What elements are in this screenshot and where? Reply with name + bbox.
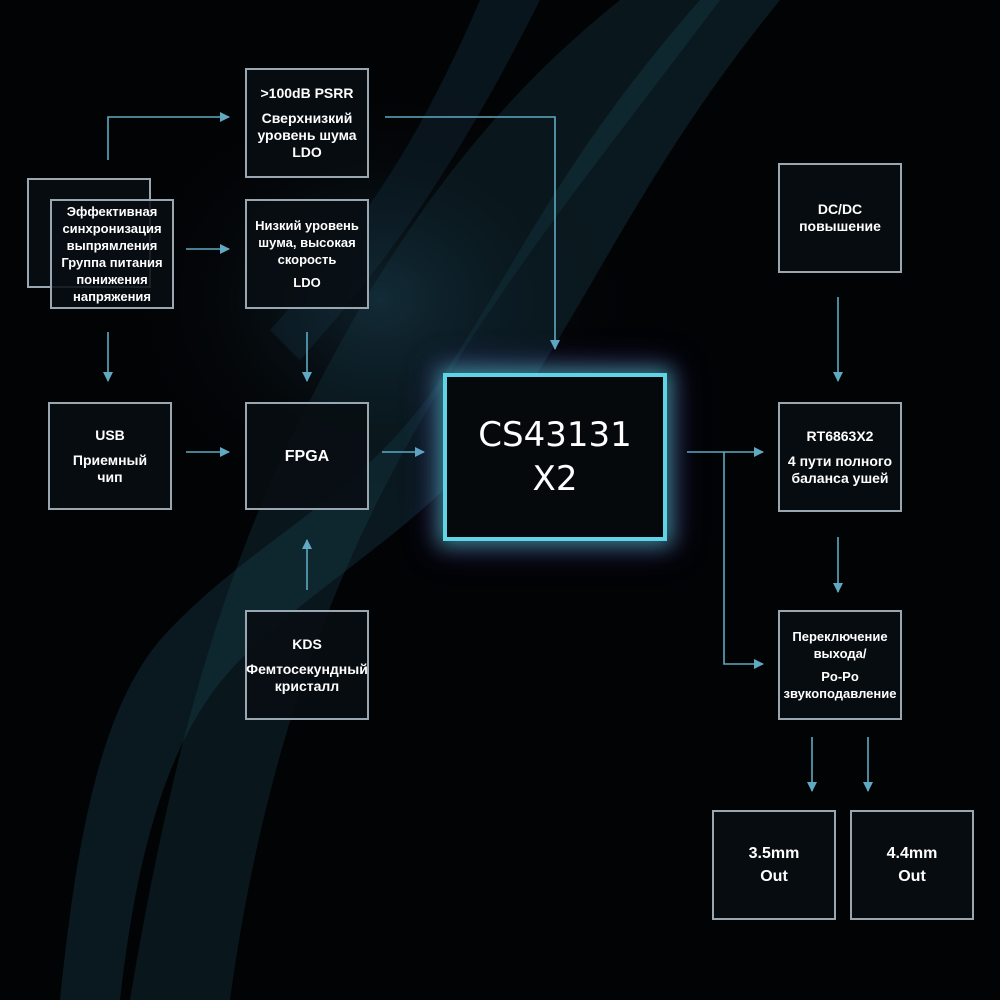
dcdc-line-1: DC/DC [817,201,863,217]
fast-ldo-line-3: скорость [277,252,337,267]
usb-line-2: чип [97,468,123,485]
psrr-ldo-box: >100dB PSRR Сверхнизкий уровень шума LDO [245,68,369,178]
psrr-ldo-line-1: Сверхнизкий [261,110,353,126]
out44-line-2: Out [898,868,926,885]
fast-ldo-line-1: Низкий уровень [255,218,359,233]
dcdc-line-2: повышение [799,218,881,234]
amp-rt6863-box: RT6863X2 4 пути полного баланса ушей [778,402,902,512]
switch-line-4: звукоподавление [783,686,897,701]
kds-crystal-box: KDS Фемтосекундный кристалл [245,610,369,720]
usb-head: USB [95,426,125,443]
fpga-label: FPGA [284,447,330,465]
rectifier-line-2: синхронизация [62,221,162,236]
fast-ldo-box: Низкий уровень шума, высокая скорость LD… [245,199,369,309]
out35-line-1: 3.5mm [748,845,800,862]
switch-line-3: Po-Po [821,669,859,684]
amp-line-2: баланса ушей [791,469,889,486]
amp-head: RT6863X2 [806,427,874,444]
usb-line-1: Приемный [72,451,148,468]
usb-receiver-box: USB Приемный чип [48,402,172,510]
rectifier-line-6: напряжения [73,289,151,304]
dcdc-boost-box: DC/DC повышение [778,163,902,273]
out35-line-2: Out [760,868,788,885]
kds-line-1: Фемтосекундный [246,660,368,677]
psrr-ldo-line-3: LDO [292,144,322,160]
fast-ldo-line-2: шума, высокая [258,235,356,250]
out44-line-1: 4.4mm [886,845,938,862]
kds-head: KDS [292,635,322,652]
dac-chip-box: CS43131 X2 [443,373,667,541]
fpga-box: FPGA [245,402,369,510]
switch-line-1: Переключение [792,629,888,644]
output-switch-box: Переключение выхода/ Po-Po звукоподавлен… [778,610,902,720]
rectifier-line-3: выпрямления [66,238,158,253]
amp-line-1: 4 пути полного [787,452,893,469]
rectifier-line-1: Эффективная [66,204,158,219]
dac-line-2: X2 [532,459,578,499]
output-4-4mm-box: 4.4mm Out [850,810,974,920]
switch-line-2: выхода/ [813,646,867,661]
fast-ldo-tail: LDO [293,275,321,290]
rectifier-line-5: понижения [76,272,148,287]
dac-line-1: CS43131 [478,415,632,455]
psrr-ldo-head: >100dB PSRR [260,85,354,101]
psrr-ldo-line-2: уровень шума [257,127,357,143]
output-3-5mm-box: 3.5mm Out [712,810,836,920]
rectifier-power-box: Эффективная синхронизация выпрямления Гр… [50,199,174,309]
kds-line-2: кристалл [274,677,340,694]
rectifier-line-4: Группа питания [61,255,163,270]
